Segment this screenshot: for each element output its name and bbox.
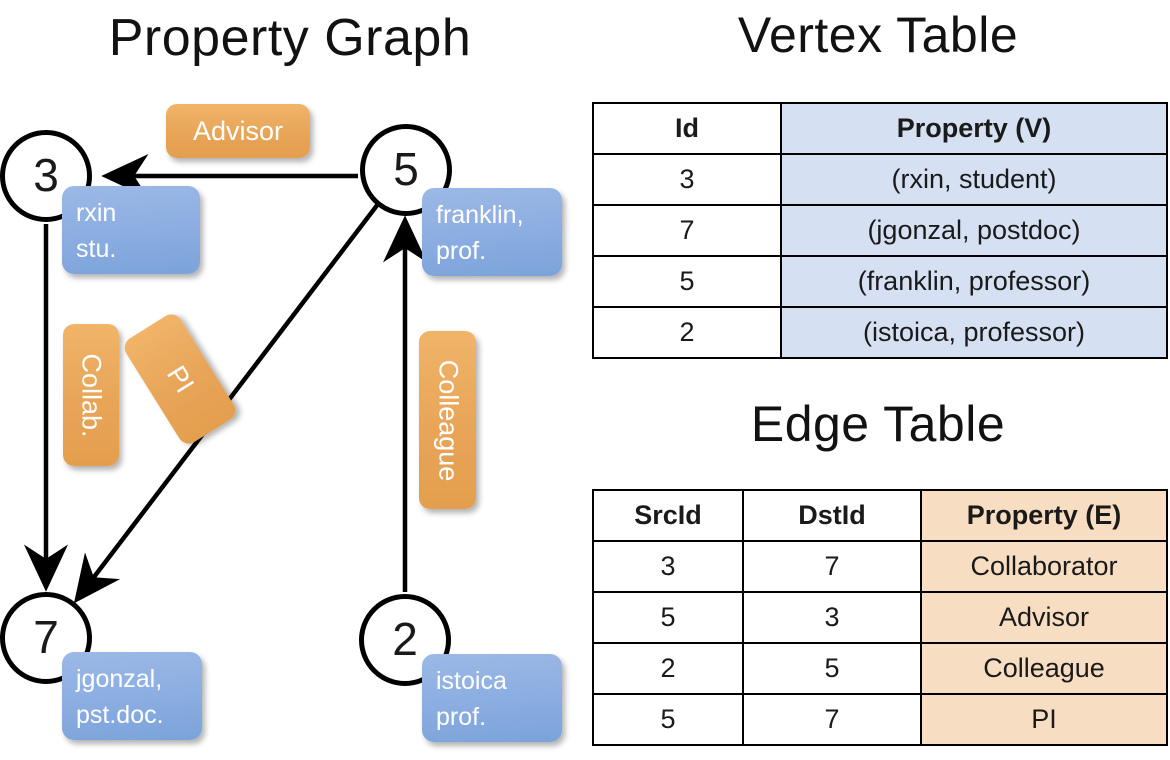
vertex-row-2-id: 5 [592,255,782,308]
edge-row-3-property: PI [920,693,1168,746]
vertex-callout-3: rxin stu. [62,186,200,274]
edge-row-0-property: Collaborator [920,540,1168,593]
vertex-table: Id Property (V) 3 (rxin, student) 7 (jgo… [592,102,1168,359]
graph-node-2-label: 2 [392,612,418,665]
edge-table-header-dstid: DstId [742,489,922,542]
vertex-callout-2-line1: istoica [436,667,507,695]
page-title-property-graph: Property Graph [108,9,472,67]
graph-node-2[interactable]: 2 [359,594,451,686]
edge-table-header-property: Property (E) [920,489,1168,542]
vertex-row-0-id: 3 [592,153,782,206]
edge-row-0-dst: 7 [742,540,922,593]
edge-row-3-dst: 7 [742,693,922,746]
vertex-callout-2-line2: prof. [436,702,487,731]
vertex-callout-3-line1: rxin [76,199,117,227]
table-row: 5 3 Advisor [592,591,1168,644]
edge-label-colleague-text: Colleague [433,359,463,481]
edge-row-0-src: 3 [592,540,744,593]
table-row: 3 (rxin, student) [592,153,1168,206]
page-title-vertex-table: Vertex Table [737,7,1019,63]
vertex-table-header-row: Id Property (V) [592,102,1168,155]
edge-label-colleague: Colleague [419,331,476,509]
edge-row-2-src: 2 [592,642,744,695]
edge-label-pi-text: PI [160,359,200,398]
vertex-callout-5-line2: prof. [436,236,487,265]
table-row: 5 7 PI [592,693,1168,746]
edge-label-advisor-text: Advisor [192,115,284,146]
vertex-callout-5-line1: franklin, [436,201,524,229]
table-row: 2 (istoica, professor) [592,306,1168,359]
page-title-edge-table: Edge Table [750,396,1006,452]
vertex-callout-2: istoica prof. [422,654,562,742]
edge-row-1-dst: 3 [742,591,922,644]
vertex-row-0-property: (rxin, student) [780,153,1168,206]
edge-row-2-dst: 5 [742,642,922,695]
vertex-row-2-property: (franklin, professor) [780,255,1168,308]
edge-row-1-src: 5 [592,591,744,644]
vertex-callout-7: jgonzal, pst.doc. [62,652,202,740]
table-row: 2 5 Colleague [592,642,1168,695]
vertex-row-3-property: (istoica, professor) [780,306,1168,359]
table-row: 3 7 Collaborator [592,540,1168,593]
edge-label-advisor: Advisor [166,104,310,158]
vertex-callout-7-line2: pst.doc. [76,700,164,729]
graph-node-7-label: 7 [33,610,59,663]
edge-table: SrcId DstId Property (E) 3 7 Collaborato… [592,489,1168,746]
edge-label-collab: Collab. [63,324,119,466]
edge-row-1-property: Advisor [920,591,1168,644]
vertex-table-header-property: Property (V) [780,102,1168,155]
vertex-callout-7-line1: jgonzal, [76,665,163,693]
vertex-table-header-id: Id [592,102,782,155]
edge-row-3-src: 5 [592,693,744,746]
edge-row-2-property: Colleague [920,642,1168,695]
graph-node-5[interactable]: 5 [360,124,452,216]
vertex-row-3-id: 2 [592,306,782,359]
edge-table-header-srcid: SrcId [592,489,744,542]
graph-node-5-label: 5 [393,142,419,195]
table-row: 7 (jgonzal, postdoc) [592,204,1168,257]
edge-table-header-row: SrcId DstId Property (E) [592,489,1168,542]
vertex-callout-3-line2: stu. [76,234,117,263]
vertex-row-1-property: (jgonzal, postdoc) [780,204,1168,257]
property-graph-diagram: 3 5 7 2 rxin stu. franklin, prof. jgonza… [0,0,580,760]
edge-label-collab-text: Collab. [76,352,107,438]
vertex-callout-5: franklin, prof. [422,188,562,276]
graph-node-3-label: 3 [33,148,59,201]
table-row: 5 (franklin, professor) [592,255,1168,308]
vertex-row-1-id: 7 [592,204,782,257]
